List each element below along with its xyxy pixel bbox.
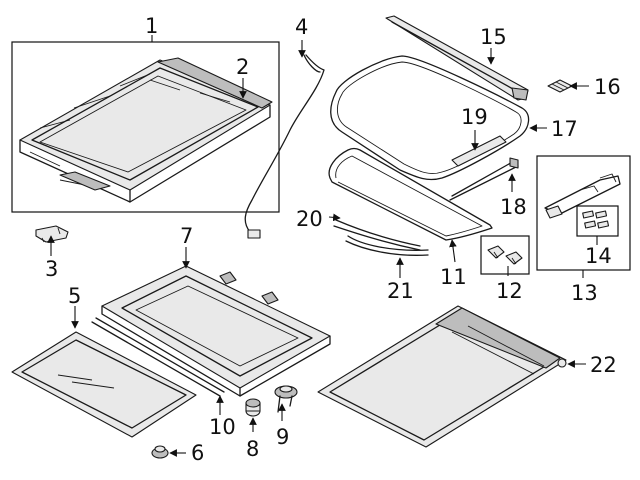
leader-lines (47, 35, 598, 457)
callout-20: 20 (296, 207, 323, 231)
callout-2: 2 (236, 55, 249, 79)
part-21-seal[interactable] (345, 235, 429, 256)
part-10-weatherstrip[interactable] (91, 317, 225, 397)
part-6-clip[interactable] (151, 445, 169, 459)
callout-7: 7 (180, 224, 193, 248)
part-12-clips[interactable] (480, 235, 530, 275)
callout-11: 11 (440, 265, 467, 289)
callout-4: 4 (295, 15, 308, 39)
callout-15: 15 (480, 25, 507, 49)
part-13-motor-assembly[interactable] (536, 155, 631, 271)
callout-12: 12 (496, 279, 523, 303)
callout-21: 21 (387, 279, 414, 303)
part-7-glass-frame[interactable] (101, 265, 331, 397)
part-17-glass[interactable] (330, 55, 530, 181)
part-12-box (480, 235, 530, 275)
part-8-nut[interactable] (245, 398, 261, 417)
callout-6: 6 (191, 441, 204, 465)
part-1-box (11, 41, 280, 213)
callout-16: 16 (594, 75, 621, 99)
part-20-seal[interactable] (333, 219, 421, 251)
part-5-glass-panel[interactable] (11, 331, 197, 438)
callout-5: 5 (68, 284, 81, 308)
callout-1: 1 (145, 14, 158, 38)
callout-13: 13 (571, 281, 598, 305)
callout-labels: 1 2 3 4 5 6 7 8 9 10 11 12 13 14 15 16 1… (45, 14, 621, 465)
part-14-pads[interactable] (576, 205, 619, 237)
part-11-seal[interactable] (328, 147, 493, 241)
callout-19: 19 (461, 105, 488, 129)
part-19-strip[interactable] (451, 135, 507, 167)
callout-14: 14 (585, 244, 612, 268)
callout-8: 8 (246, 437, 259, 461)
callout-18: 18 (500, 195, 527, 219)
part-22-sunshade[interactable] (317, 305, 567, 448)
callout-22: 22 (590, 353, 617, 377)
part-14-box (576, 205, 619, 237)
part-16-clip[interactable] (547, 79, 573, 93)
callout-9: 9 (276, 425, 289, 449)
callout-10: 10 (209, 415, 236, 439)
part-1-frame-assembly[interactable] (11, 41, 280, 213)
callout-17: 17 (551, 117, 578, 141)
part-3-bracket[interactable] (35, 225, 69, 243)
part-9-grommet[interactable] (274, 385, 298, 413)
callout-3: 3 (45, 257, 58, 281)
part-18-guide[interactable] (449, 157, 519, 201)
part-15-wind-deflector[interactable] (385, 15, 529, 101)
